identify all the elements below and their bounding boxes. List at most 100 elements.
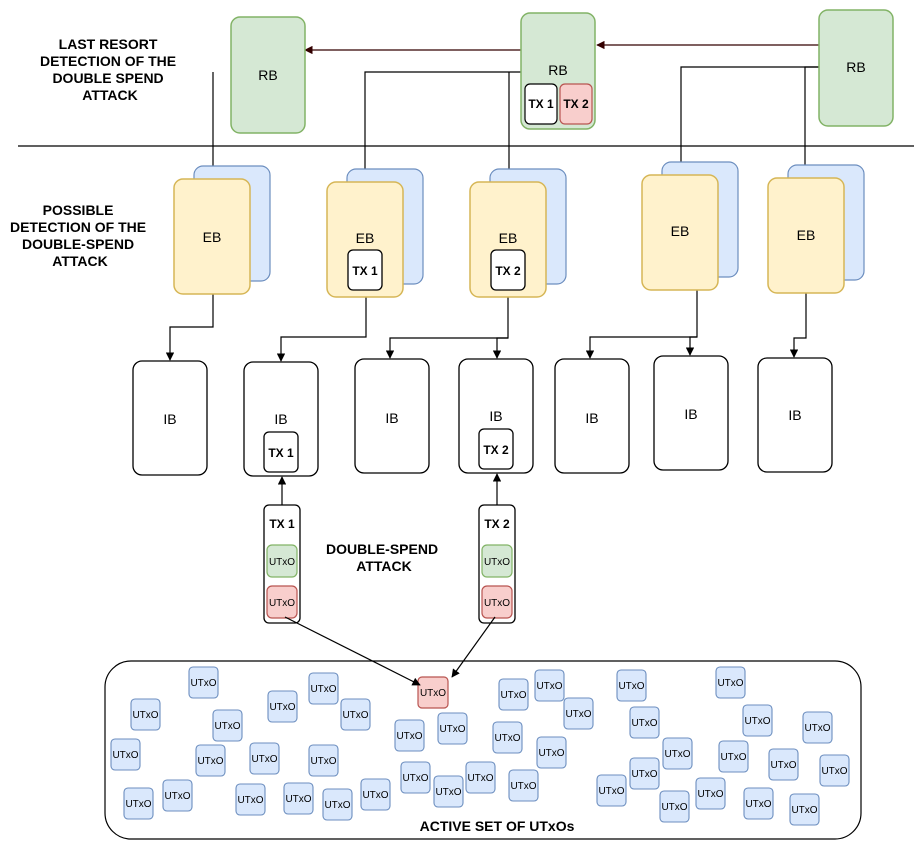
utxo-item-label: UTxO (285, 794, 311, 805)
tx2-utxo-red-label: UTxO (484, 598, 510, 609)
rb-to-eb-arrow (800, 66, 819, 178)
rb-tx2-label: TX 2 (563, 97, 589, 111)
double-spent-utxo (417, 676, 449, 709)
eb-block (326, 181, 404, 298)
label-possible-detection: POSSIBLE DETECTION OF THE DOUBLE-SPEND A… (10, 202, 150, 269)
utxo-item (360, 778, 391, 811)
utxo-item-label: UTxO (791, 805, 817, 816)
rb-tx1-label: TX 1 (528, 97, 554, 111)
utxo-item (394, 719, 425, 752)
eb-label: EB (203, 229, 222, 245)
ib-label: IB (585, 410, 598, 426)
utxo-item-label: UTxO (510, 781, 536, 792)
utxo-item (742, 704, 773, 737)
utxo-item (212, 709, 243, 742)
tx1-utxo-green (266, 544, 298, 578)
utxo-item (715, 666, 746, 699)
utxo-item (659, 790, 690, 823)
rb-to-eb-arrow (360, 71, 521, 182)
utxo-item-label: UTxO (631, 769, 657, 780)
utxo-item (718, 740, 749, 773)
rb-to-eb-arrow (676, 66, 819, 175)
rb-label: RB (846, 59, 865, 75)
utxo-item-label: UTxO (494, 733, 520, 744)
eb-block (173, 178, 251, 295)
eb-to-ib-arrow (385, 297, 509, 359)
utxo-item-label: UTxO (439, 724, 465, 735)
eb-label: EB (499, 230, 518, 246)
utxo-item (433, 775, 464, 808)
ib-block (653, 355, 729, 471)
utxo-item-label: UTxO (132, 710, 158, 721)
tx2-utxo-red (481, 585, 513, 619)
utxo-item-label: UTxO (821, 766, 847, 777)
tx2-spend-arrow (451, 616, 496, 678)
connectors (165, 40, 819, 505)
utxo-item (616, 669, 647, 702)
ib-label: IB (489, 408, 502, 424)
utxo-item-label: UTxO (362, 790, 388, 801)
tx1-utxo-red (266, 585, 298, 619)
utxo-item-label: UTxO (631, 718, 657, 729)
double-spent-utxo-label: UTxO (420, 688, 446, 699)
utxo-item (437, 712, 468, 745)
ib-block (458, 358, 534, 474)
rb-label: RB (258, 67, 277, 83)
ib-tx1-label: TX 1 (268, 446, 294, 460)
utxo-item-label: UTxO (467, 773, 493, 784)
utxo-item (235, 783, 266, 816)
tx2-utxo-green (481, 544, 513, 578)
rb-label: RB (548, 62, 567, 78)
label-double-spend-attack: DOUBLE-SPEND ATTACK (326, 541, 442, 574)
utxo-item (130, 698, 161, 731)
utxo-item (308, 744, 339, 777)
eb-tx1-box (347, 249, 383, 291)
utxo-item-label: UTxO (190, 678, 216, 689)
utxo-item-label: UTxO (251, 754, 277, 765)
utxo-item-label: UTxO (804, 723, 830, 734)
utxo-layer: UTxO UTxO UTxO UTxO UTxO UTxO UTxO UTxO UTxO UTxO… (110, 666, 850, 826)
ib-label: IB (274, 411, 287, 427)
tx2-utxo-green-label: UTxO (484, 557, 510, 568)
utxo-item (400, 761, 431, 794)
label-last-resort: LAST RESORT DETECTION OF THE DOUBLE SPEN… (40, 36, 180, 103)
utxo-item (789, 793, 820, 826)
utxo-item-label: UTxO (697, 789, 723, 800)
utxo-item-label: UTxO (744, 716, 770, 727)
utxo-item (536, 736, 567, 769)
eb-block (469, 181, 547, 298)
tx1-utxo-green-label: UTxO (269, 557, 295, 568)
attack-arrows (284, 616, 496, 686)
utxo-item (596, 774, 627, 807)
utxo-item (563, 697, 594, 730)
utxo-item-label: UTxO (435, 787, 461, 798)
utxo-item (819, 754, 850, 787)
utxo-item-label: UTxO (565, 709, 591, 720)
eb-label: EB (671, 223, 690, 239)
utxo-item (498, 678, 529, 711)
eb-label: EB (356, 230, 375, 246)
utxo-item (267, 690, 298, 723)
tx1-transaction-label: TX 1 (269, 517, 295, 531)
utxo-item (465, 761, 496, 794)
eb-to-ib-arrow (276, 297, 367, 362)
utxo-item (802, 711, 833, 744)
utxo-item (768, 748, 799, 781)
utxo-item (322, 788, 353, 821)
utxo-item (340, 698, 371, 731)
utxo-item-label: UTxO (197, 756, 223, 767)
ib-label: IB (163, 411, 176, 427)
ib-block (354, 358, 430, 474)
ib-tx2-box (478, 428, 514, 470)
utxo-item (110, 738, 141, 771)
rb-block (818, 9, 894, 127)
utxo-item (492, 721, 523, 754)
utxo-item-label: UTxO (664, 749, 690, 760)
utxo-item (308, 672, 339, 705)
tx2-transaction-label: TX 2 (484, 517, 510, 531)
utxo-item-label: UTxO (342, 710, 368, 721)
